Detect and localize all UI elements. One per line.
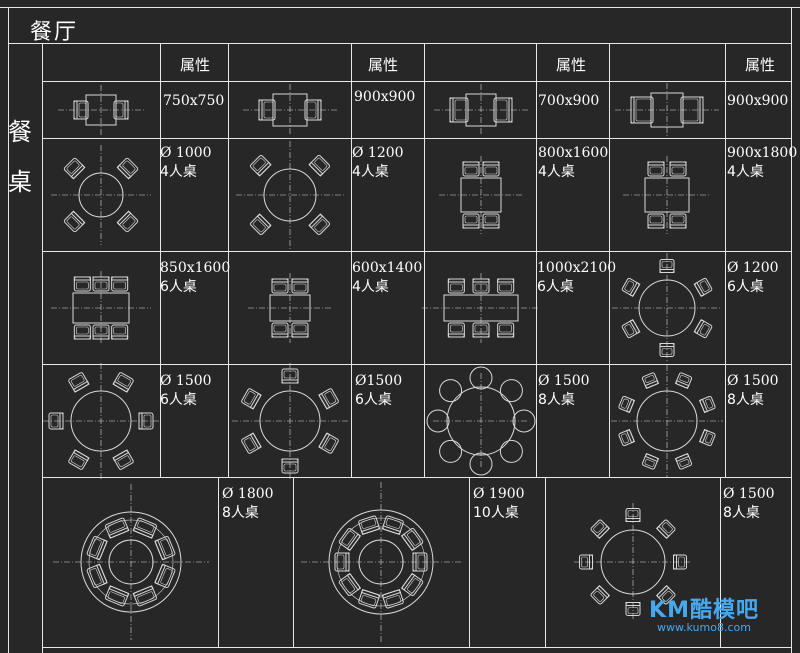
table-round-1500-8 — [611, 365, 723, 477]
attr-r0-c1: 900x900 — [354, 89, 416, 105]
table-round-1500-6b — [232, 363, 348, 479]
table-800x1600 — [439, 156, 523, 234]
table-850x1600 — [51, 271, 151, 345]
table-round-1500-8r — [574, 503, 692, 621]
table-750x750 — [58, 85, 144, 135]
category-label-2: 桌 — [8, 168, 32, 196]
attr-r0-c0: 750x750 — [163, 93, 225, 109]
table-600x1400 — [248, 273, 332, 343]
table-700x900 — [434, 84, 528, 136]
attr-header-4: 属性 — [745, 56, 776, 74]
attr-header-2: 属性 — [368, 56, 399, 74]
table-900x900-a — [243, 84, 337, 136]
category-label-1: 餐 — [8, 118, 32, 146]
table-900x1800 — [623, 156, 711, 234]
table-1000x2100 — [422, 273, 540, 343]
table-round-1200-6 — [612, 253, 722, 363]
table-round-1800 — [53, 484, 209, 640]
section-title: 餐厅 — [30, 20, 79, 45]
attr-r0-c3: 900x900 — [727, 93, 789, 109]
table-round-1900 — [301, 482, 461, 642]
table-900x900-b — [615, 83, 719, 137]
attr-r0-c2: 700x900 — [538, 93, 600, 109]
attr-header-1: 属性 — [180, 56, 211, 74]
watermark-logo: KM酷模吧 www.kumo8.com — [649, 598, 759, 634]
table-round-1500-6a — [43, 363, 159, 479]
table-round-1500-8p — [426, 366, 536, 476]
attr-header-3: 属性 — [556, 56, 587, 74]
table-round-1200 — [236, 141, 344, 249]
table-round-1000 — [51, 145, 151, 245]
